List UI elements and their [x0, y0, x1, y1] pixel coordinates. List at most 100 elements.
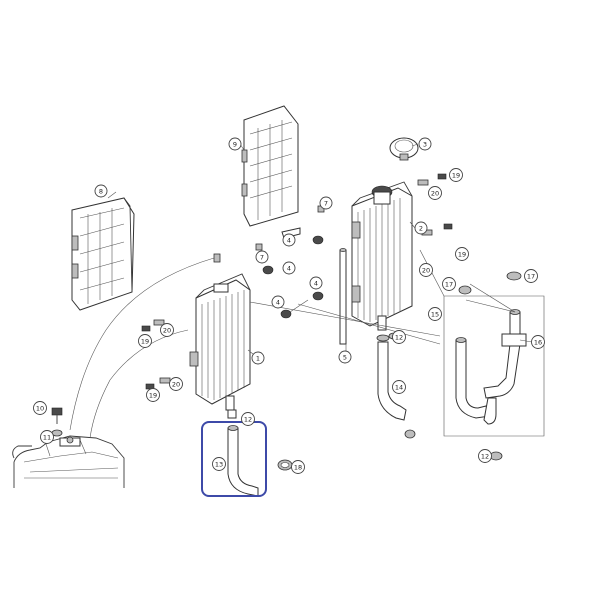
- callout-circle: [442, 277, 456, 291]
- callout-12: 12: [392, 330, 406, 344]
- callout-circle: [282, 261, 296, 275]
- callout-number: 3: [423, 140, 427, 148]
- callout-number: 11: [43, 433, 51, 441]
- callout-circle: [531, 335, 545, 349]
- callout-number: 12: [395, 333, 403, 341]
- callout-number: 19: [452, 171, 460, 179]
- callout-circle: [271, 295, 285, 309]
- callout-13: 13: [212, 457, 226, 471]
- callout-number: 20: [431, 189, 439, 197]
- fittings: [141, 173, 522, 461]
- callout-10: 10: [33, 401, 47, 415]
- callout-circle: [419, 263, 433, 277]
- callout-17: 17: [442, 277, 456, 291]
- radiator-cap: [389, 137, 419, 161]
- callout-4: 4: [282, 261, 296, 275]
- callout-5: 5: [338, 350, 352, 364]
- bolt-10: [51, 407, 63, 424]
- callout-12: 12: [241, 412, 255, 426]
- callout-16: 16: [531, 335, 545, 349]
- callout-3: 3: [418, 137, 432, 151]
- callout-19: 19: [138, 334, 152, 348]
- callout-circle: [33, 401, 47, 415]
- callout-17: 17: [524, 269, 538, 283]
- callout-number: 12: [481, 452, 489, 460]
- callout-circle: [241, 412, 255, 426]
- callout-number: 5: [343, 353, 347, 361]
- callout-circle: [94, 184, 108, 198]
- hose-13: [227, 409, 259, 497]
- callout-number: 2: [419, 224, 423, 232]
- callout-18: 18: [291, 460, 305, 474]
- callout-20: 20: [169, 377, 183, 391]
- leader-lines: [107, 143, 533, 359]
- callout-19: 19: [455, 247, 469, 261]
- guide-line: [89, 329, 189, 439]
- callout-4: 4: [282, 233, 296, 247]
- callout-20: 20: [160, 323, 174, 337]
- callout-7: 7: [255, 250, 269, 264]
- callout-number: 7: [260, 253, 264, 261]
- callout-circle: [319, 196, 333, 210]
- callout-circle: [414, 221, 428, 235]
- callout-number: 14: [395, 383, 403, 391]
- callout-circle: [418, 137, 432, 151]
- callout-19: 19: [146, 388, 160, 402]
- callout-circle: [455, 247, 469, 261]
- callout-number: 9: [233, 140, 237, 148]
- callout-circle: [169, 377, 183, 391]
- callout-circle: [146, 388, 160, 402]
- engine-case-fragment: [12, 435, 125, 488]
- callout-circle: [392, 330, 406, 344]
- callout-20: 20: [419, 263, 433, 277]
- callout-circle: [282, 233, 296, 247]
- overflow-tube-5: [339, 248, 347, 345]
- callout-circle: [138, 334, 152, 348]
- callout-number: 19: [149, 391, 157, 399]
- callout-number: 18: [294, 463, 302, 471]
- callout-circle: [228, 137, 242, 151]
- highlight-box: [201, 421, 267, 497]
- callout-circle: [160, 323, 174, 337]
- callout-number: 4: [287, 236, 291, 244]
- hose-15: [455, 337, 491, 419]
- callout-circle: [392, 380, 406, 394]
- callout-circle: [255, 250, 269, 264]
- callout-number: 17: [445, 280, 453, 288]
- callout-number: 4: [276, 298, 280, 306]
- callout-number: 13: [215, 460, 223, 468]
- callout-number: 16: [534, 338, 542, 346]
- callout-9: 9: [228, 137, 242, 151]
- callout-number: 4: [314, 279, 318, 287]
- callout-20: 20: [428, 186, 442, 200]
- guide-line: [69, 257, 215, 431]
- callout-number: 15: [431, 310, 439, 318]
- callout-circle: [524, 269, 538, 283]
- callout-number: 8: [99, 187, 103, 195]
- callout-number: 4: [287, 264, 291, 272]
- radiator-left: [189, 273, 251, 411]
- callout-2: 2: [414, 221, 428, 235]
- callout-number: 1: [256, 354, 260, 362]
- callout-7: 7: [319, 196, 333, 210]
- callout-circle: [428, 186, 442, 200]
- callout-4: 4: [271, 295, 285, 309]
- callout-circle: [212, 457, 226, 471]
- callout-1: 1: [251, 351, 265, 365]
- callout-number: 20: [163, 326, 171, 334]
- callout-number: 10: [36, 404, 44, 412]
- callout-12: 12: [478, 449, 492, 463]
- callout-circle: [428, 307, 442, 321]
- radiator-shroud-left: [71, 197, 135, 311]
- callout-number: 12: [244, 415, 252, 423]
- callout-circle: [478, 449, 492, 463]
- callout-number: 20: [172, 380, 180, 388]
- callout-number: 17: [527, 272, 535, 280]
- callout-number: 19: [141, 337, 149, 345]
- callout-14: 14: [392, 380, 406, 394]
- callout-circle: [251, 351, 265, 365]
- radiator-right: [351, 181, 413, 331]
- callout-number: 19: [458, 250, 466, 258]
- radiator-grille-9: [241, 105, 299, 227]
